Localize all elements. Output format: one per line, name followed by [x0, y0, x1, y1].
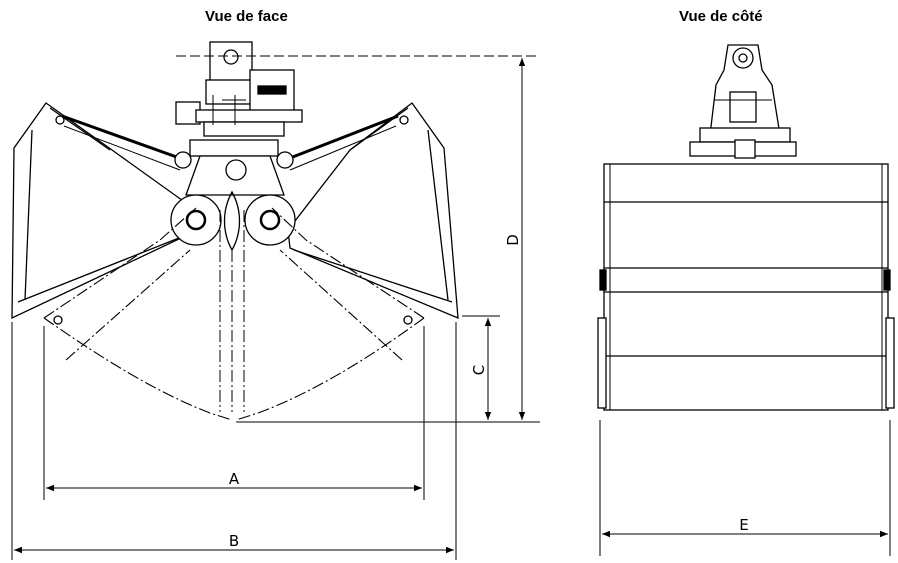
front-view [11, 41, 459, 421]
front-view-title: Vue de face [205, 8, 288, 25]
dim-e-label: E [739, 516, 748, 534]
pivots [170, 190, 296, 252]
dim-b-label: B [229, 532, 239, 550]
side-view-title: Vue de côté [679, 8, 763, 25]
dim-d-label: D [504, 234, 522, 246]
closed-shell-outline [43, 207, 425, 421]
left-shell [11, 102, 201, 320]
right-tooth-hole [403, 315, 413, 325]
right-shell [287, 102, 459, 320]
side-view [597, 44, 895, 411]
side-bucket [597, 163, 895, 411]
rotator-head [175, 41, 303, 196]
hydraulic-cylinders [61, 114, 399, 171]
front-dimensions [11, 55, 540, 560]
side-head [689, 44, 797, 159]
side-dimensions [599, 420, 891, 556]
dim-a-label: A [229, 470, 240, 488]
dim-c-label: C [470, 365, 488, 375]
left-tooth-hole [53, 315, 63, 325]
